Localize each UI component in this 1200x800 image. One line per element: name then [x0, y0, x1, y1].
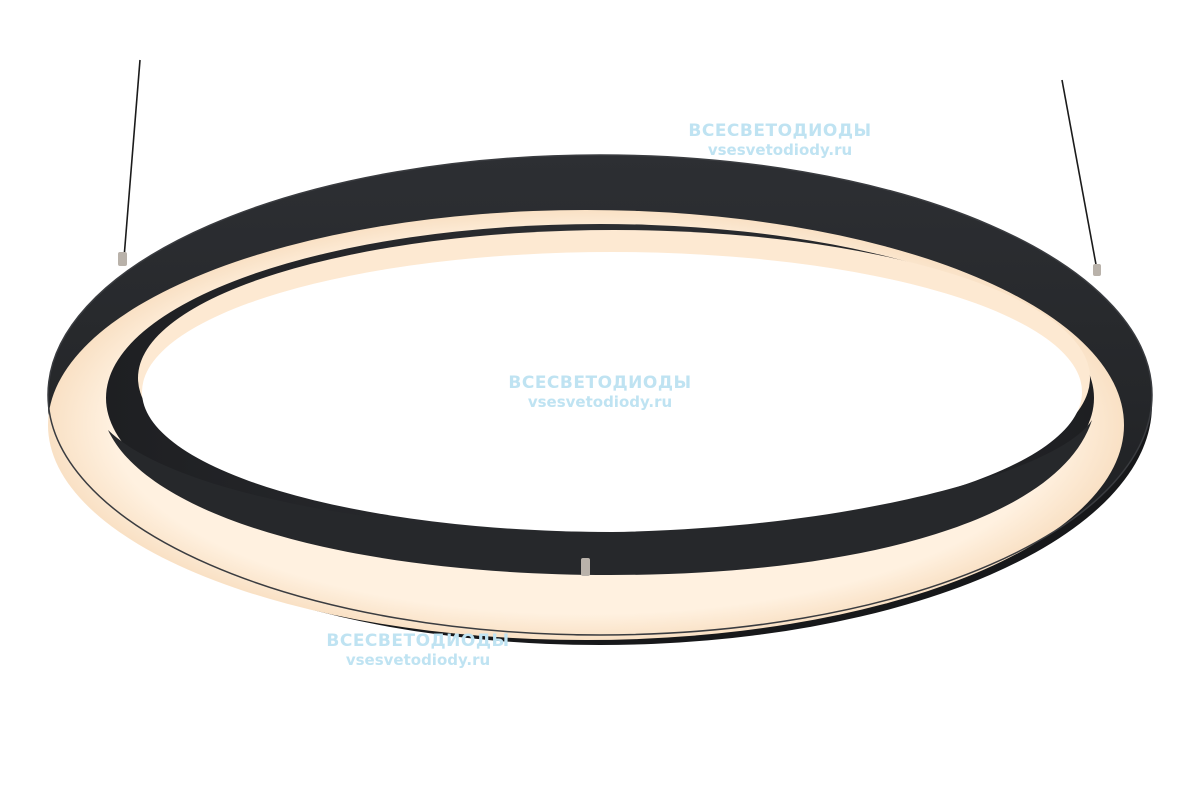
bracket-right: [1093, 264, 1101, 276]
ring-top-highlight: [47, 154, 1153, 636]
ring-front-wall: [108, 420, 1092, 575]
bracket-center: [581, 558, 590, 576]
bracket-left: [118, 252, 127, 266]
ring-hole: [142, 252, 1082, 532]
cable-left: [123, 59, 141, 259]
cable-right: [1061, 79, 1098, 271]
